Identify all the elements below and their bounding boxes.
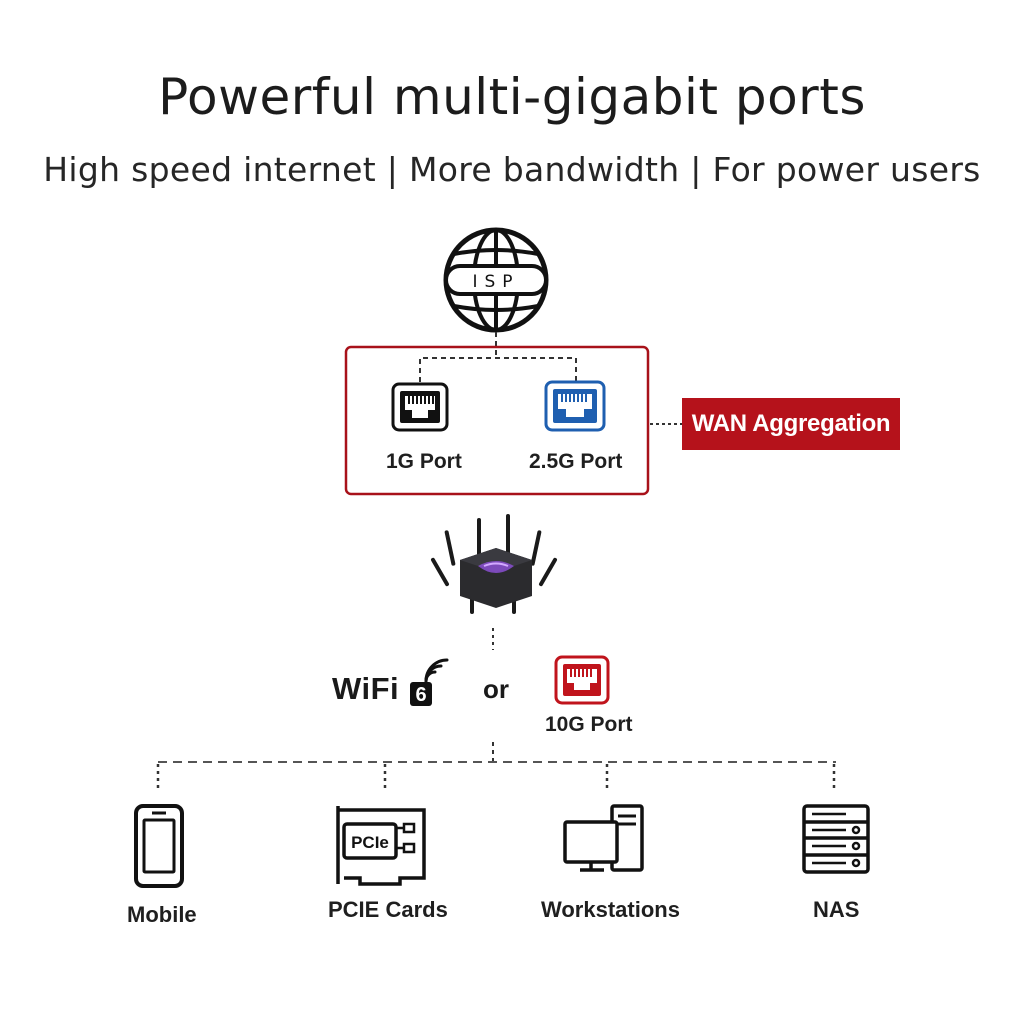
- ethernet-port-blue-icon: [544, 380, 606, 432]
- page-subtitle: High speed internet | More bandwidth | F…: [43, 150, 981, 189]
- pcie-card-text: PCIe: [351, 833, 389, 852]
- isp-label: ISP: [472, 272, 519, 292]
- device-label-pcie: PCIE Cards: [328, 897, 448, 922]
- workstation-icon: [563, 804, 644, 872]
- wifi-label: WiFi: [332, 671, 400, 706]
- port-2-5g-label: 2.5G Port: [529, 450, 623, 473]
- device-label-workstations: Workstations: [541, 897, 680, 922]
- ethernet-port-black-icon: [391, 382, 449, 432]
- port-1g-label: 1G Port: [386, 450, 462, 473]
- device-label-nas: NAS: [813, 897, 860, 922]
- wifi-badge-label: 6: [415, 684, 426, 706]
- wifi6-badge: 6: [410, 682, 432, 706]
- router-icon: [431, 514, 557, 614]
- or-label: or: [483, 674, 509, 704]
- port-group-box: [344, 345, 650, 496]
- wifi-signal-icon: [424, 658, 449, 683]
- device-label-mobile: Mobile: [127, 902, 197, 927]
- page-title: Powerful multi-gigabit ports: [158, 68, 866, 126]
- pcie-card-icon: PCIe: [336, 806, 426, 886]
- wan-aggregation-badge: WAN Aggregation: [682, 398, 900, 450]
- globe-icon: ISP: [443, 227, 549, 333]
- nas-server-icon: [802, 804, 870, 874]
- port-10g-label: 10G Port: [545, 713, 633, 736]
- ethernet-port-red-icon: [554, 655, 610, 705]
- mobile-phone-icon: [134, 804, 184, 888]
